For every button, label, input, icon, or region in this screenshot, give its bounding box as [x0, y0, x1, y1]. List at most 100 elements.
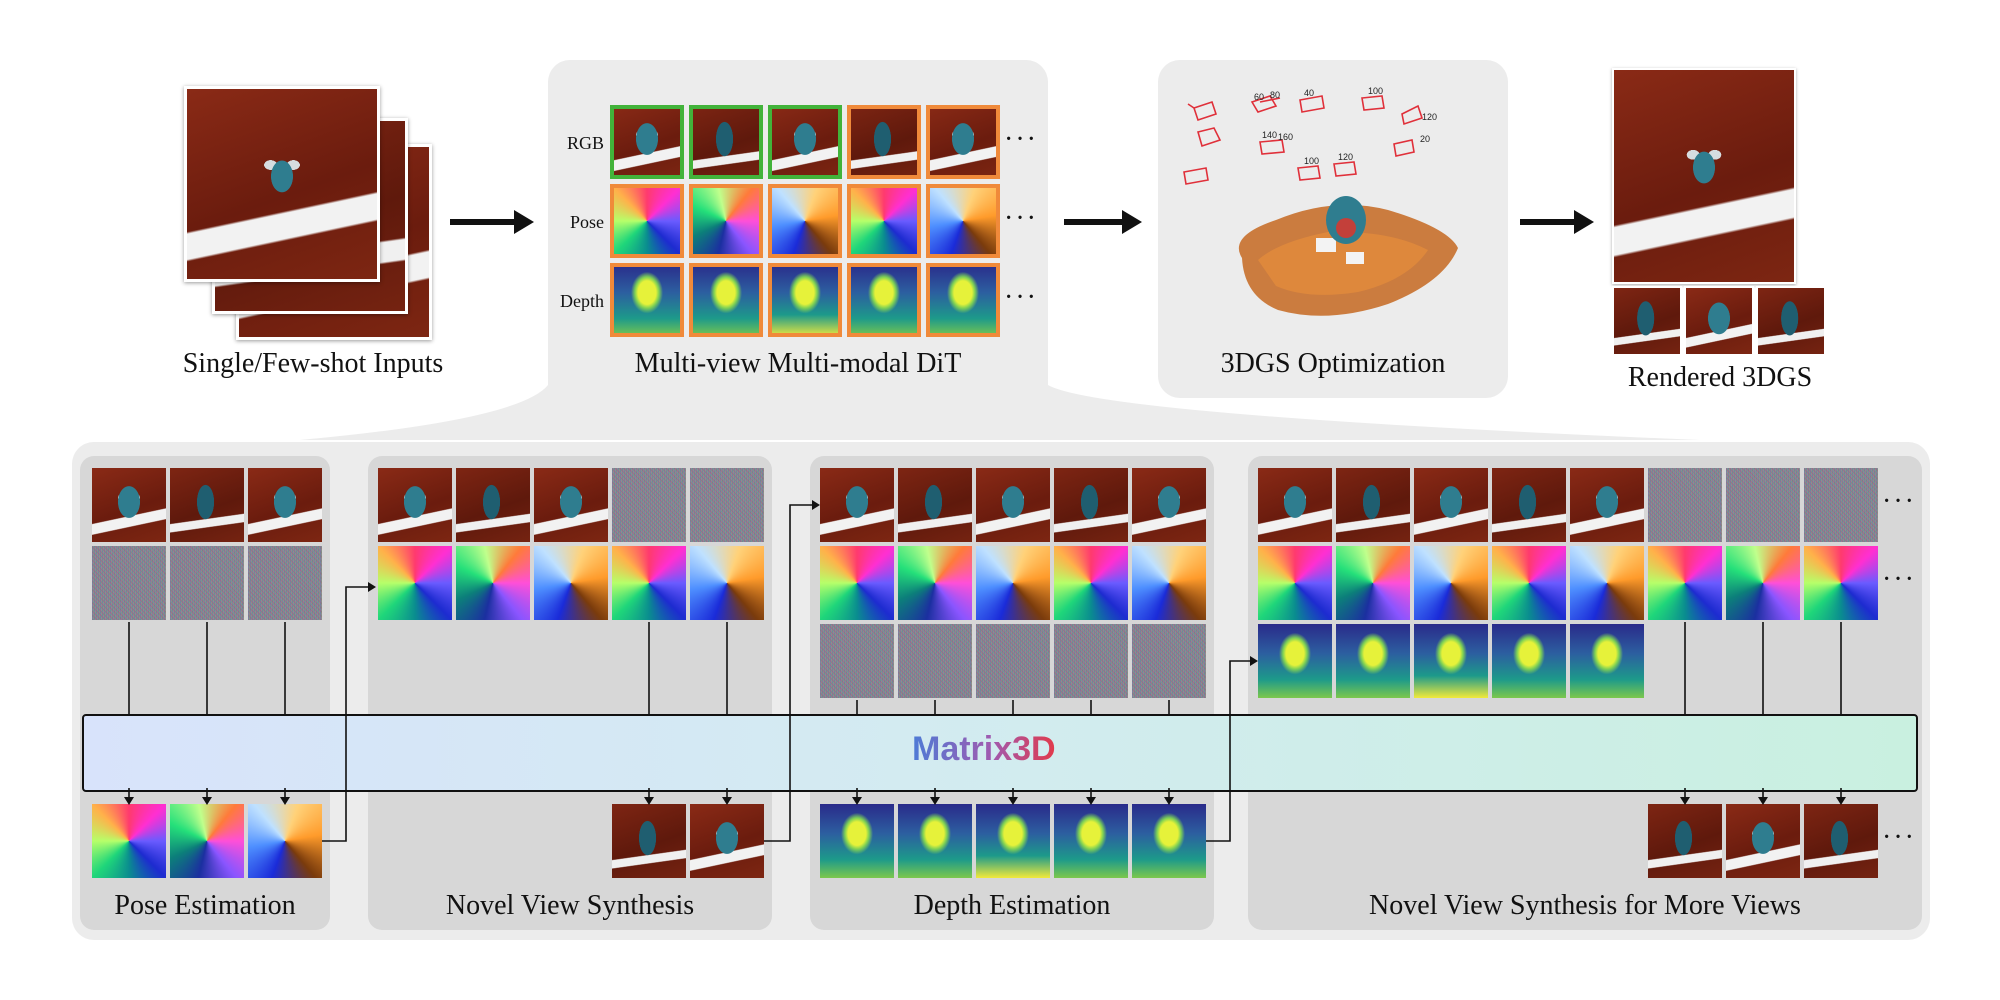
depth-output — [1054, 804, 1128, 878]
more-pose — [1648, 546, 1722, 620]
more-pose — [1336, 546, 1410, 620]
rendered-view-thumb — [1612, 286, 1682, 356]
more-depth — [1414, 624, 1488, 698]
more-depth — [1336, 624, 1410, 698]
nvs-pose — [612, 546, 686, 620]
pose-est-noise — [170, 546, 244, 620]
dit-depth-tile — [689, 263, 763, 337]
depth-input-rgb — [976, 468, 1050, 542]
pose-est-input-rgb — [92, 468, 166, 542]
dit-rgb-tile — [847, 105, 921, 179]
more-output-rgb — [1726, 804, 1800, 878]
dit-pose-tile — [610, 184, 684, 258]
row-label-rgb: RGB — [566, 133, 604, 153]
arrow-inputs-to-dit — [450, 210, 534, 234]
nvs-input-rgb — [456, 468, 530, 542]
nvs-pose — [456, 546, 530, 620]
pose-est-output — [170, 804, 244, 878]
cam-label: 140 — [1262, 130, 1277, 140]
cam-label: 100 — [1304, 156, 1319, 166]
depth-input-rgb — [1132, 468, 1206, 542]
dit-caption: Multi-view Multi-modal DiT — [634, 348, 962, 379]
more-depth — [1492, 624, 1566, 698]
cam-label: 160 — [1278, 132, 1293, 142]
more-pose — [1726, 546, 1800, 620]
dit-pose-tile — [689, 184, 763, 258]
input-photo-front — [184, 86, 380, 282]
depth-output — [976, 804, 1050, 878]
rendered-main-view — [1612, 68, 1796, 284]
depth-pose — [976, 546, 1050, 620]
rendered-caption: Rendered 3DGS — [1627, 362, 1813, 393]
dit-rgb-tile — [689, 105, 763, 179]
gs-scene: 60 80 40 100 120 20 140 160 100 120 — [1183, 86, 1458, 316]
nvs-input-rgb — [378, 468, 452, 542]
inputs-caption: Single/Few-shot Inputs — [182, 348, 444, 379]
dit-rgb-tile — [610, 105, 684, 179]
depth-pose — [898, 546, 972, 620]
dit-rgb-tile — [768, 105, 842, 179]
rendered-view-thumb — [1684, 286, 1754, 356]
depth-output — [898, 804, 972, 878]
nvs-pose — [534, 546, 608, 620]
more-pose — [1414, 546, 1488, 620]
cam-label: 40 — [1304, 88, 1314, 98]
more-depth — [1258, 624, 1332, 698]
depth-output — [1132, 804, 1206, 878]
cam-label: 20 — [1420, 134, 1430, 144]
more-input-rgb — [1336, 468, 1410, 542]
more-noise — [1804, 468, 1878, 542]
nvs-output-rgb — [612, 804, 686, 878]
rendered-view-thumb — [1756, 286, 1826, 356]
row-label-pose: Pose — [569, 212, 604, 232]
more-output-rgb — [1648, 804, 1722, 878]
pose-est-noise — [248, 546, 322, 620]
cam-label: 60 — [1254, 92, 1264, 102]
pose-est-output — [248, 804, 322, 878]
dit-pose-tile — [926, 184, 1000, 258]
more-input-rgb — [1492, 468, 1566, 542]
depth-input-rgb — [898, 468, 972, 542]
nvs-pose — [378, 546, 452, 620]
dit-depth-tile — [926, 263, 1000, 337]
nvs-input-rgb — [534, 468, 608, 542]
depth-noise — [976, 624, 1050, 698]
nvs-noise — [690, 468, 764, 542]
more-pose — [1804, 546, 1878, 620]
more-pose-ellipsis: ··· — [1882, 564, 1916, 595]
nvs-pose — [690, 546, 764, 620]
more-pose — [1492, 546, 1566, 620]
matrix3d-model-bar — [82, 714, 1918, 792]
cam-label: 120 — [1422, 112, 1437, 122]
dit-pose-tile — [768, 184, 842, 258]
dit-pose-ellipsis: ··· — [1004, 203, 1038, 234]
task-caption-nvs: Novel View Synthesis — [445, 890, 695, 921]
cam-label: 100 — [1368, 86, 1383, 96]
depth-output — [820, 804, 894, 878]
dit-depth-tile — [768, 263, 842, 337]
depth-noise — [898, 624, 972, 698]
dit-rgb-tile — [926, 105, 1000, 179]
more-noise — [1648, 468, 1722, 542]
dit-depth-tile — [610, 263, 684, 337]
arrow-3dgs-to-render — [1520, 210, 1594, 234]
nvs-noise — [612, 468, 686, 542]
more-input-rgb — [1414, 468, 1488, 542]
task-caption-pose: Pose Estimation — [114, 890, 296, 921]
more-pose — [1570, 546, 1644, 620]
pose-est-input-rgb — [170, 468, 244, 542]
pose-est-output — [92, 804, 166, 878]
depth-input-rgb — [1054, 468, 1128, 542]
pose-est-noise — [92, 546, 166, 620]
depth-pose — [1054, 546, 1128, 620]
more-output-ellipsis: ··· — [1882, 822, 1916, 853]
pose-est-input-rgb — [248, 468, 322, 542]
depth-noise — [820, 624, 894, 698]
depth-noise — [1054, 624, 1128, 698]
row-label-depth: Depth — [560, 291, 604, 311]
cam-label: 120 — [1338, 152, 1353, 162]
nvs-output-rgb — [690, 804, 764, 878]
depth-input-rgb — [820, 468, 894, 542]
